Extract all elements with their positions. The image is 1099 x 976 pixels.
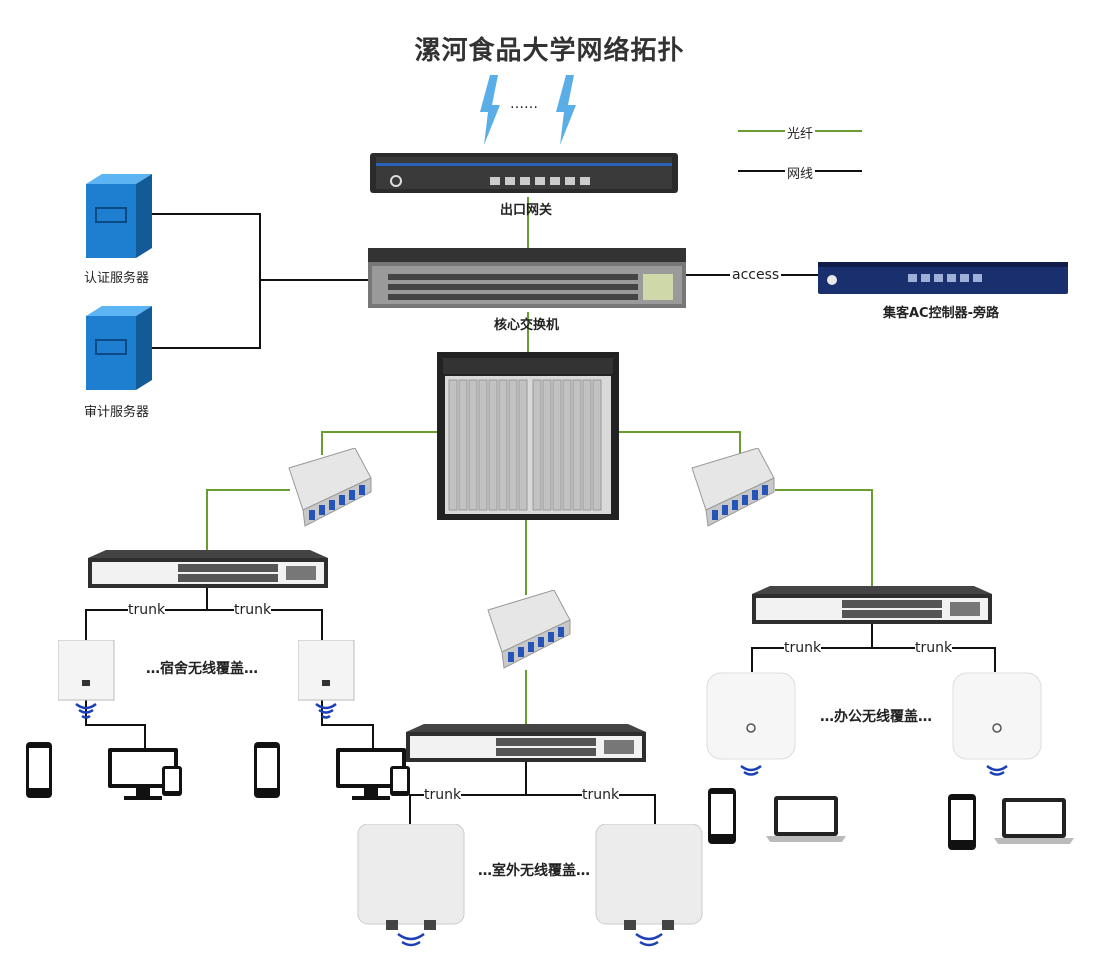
splitter-left-icon — [288, 448, 372, 527]
office-ap-icon — [706, 672, 796, 776]
office-ap-icon — [952, 672, 1042, 776]
fiber-links — [206, 130, 873, 725]
gateway-label: 出口网关 — [500, 203, 553, 218]
trunk-label: trunk — [582, 787, 620, 803]
wan-dots: …… — [510, 96, 538, 112]
dorm-ap-icon — [58, 640, 115, 719]
outdoor-ap-icon — [595, 824, 703, 947]
switch-dorm-icon — [88, 550, 328, 588]
trunk-label: trunk — [128, 602, 166, 618]
wan-lightning-icon — [480, 75, 576, 145]
core-switch-label: 核心交换机 — [494, 318, 560, 333]
outdoor-coverage-label: …室外无线覆盖… — [478, 863, 590, 879]
splitter-right-icon — [691, 448, 775, 527]
trunk-label: trunk — [424, 787, 462, 803]
dorm-coverage-label: …宿舍无线覆盖… — [146, 661, 258, 677]
trunk-label: trunk — [234, 602, 272, 618]
page-title: 漯河食品大学网络拓扑 — [414, 36, 685, 66]
dorm-clients-icon — [26, 742, 182, 800]
dorm-clients-icon — [254, 742, 410, 800]
switch-office-icon — [752, 586, 992, 624]
core-switch-icon — [368, 248, 686, 308]
gateway-device-icon — [370, 153, 678, 193]
legend-cable-label: 网线 — [785, 163, 816, 182]
office-clients-icon — [948, 794, 1074, 850]
auth-server-icon — [86, 174, 152, 258]
office-coverage-label: …办公无线覆盖… — [820, 709, 932, 725]
olt-chassis-icon — [437, 352, 619, 520]
auth-server-label: 认证服务器 — [84, 271, 150, 286]
trunk-label: trunk — [784, 640, 822, 656]
audit-server-icon — [86, 306, 152, 390]
ac-controller-label: 集客AC控制器-旁路 — [883, 306, 999, 321]
dorm-ap-icon — [298, 640, 355, 719]
office-clients-icon — [708, 788, 846, 844]
switch-outdoor-icon — [406, 724, 646, 762]
outdoor-ap-icon — [357, 824, 465, 947]
audit-server-label: 审计服务器 — [84, 405, 150, 420]
trunk-label: trunk — [915, 640, 953, 656]
legend-fiber-label: 光纤 — [785, 123, 816, 142]
ac-controller-icon — [818, 262, 1068, 294]
splitter-center-icon — [487, 590, 571, 669]
access-link-label: access — [730, 267, 782, 283]
